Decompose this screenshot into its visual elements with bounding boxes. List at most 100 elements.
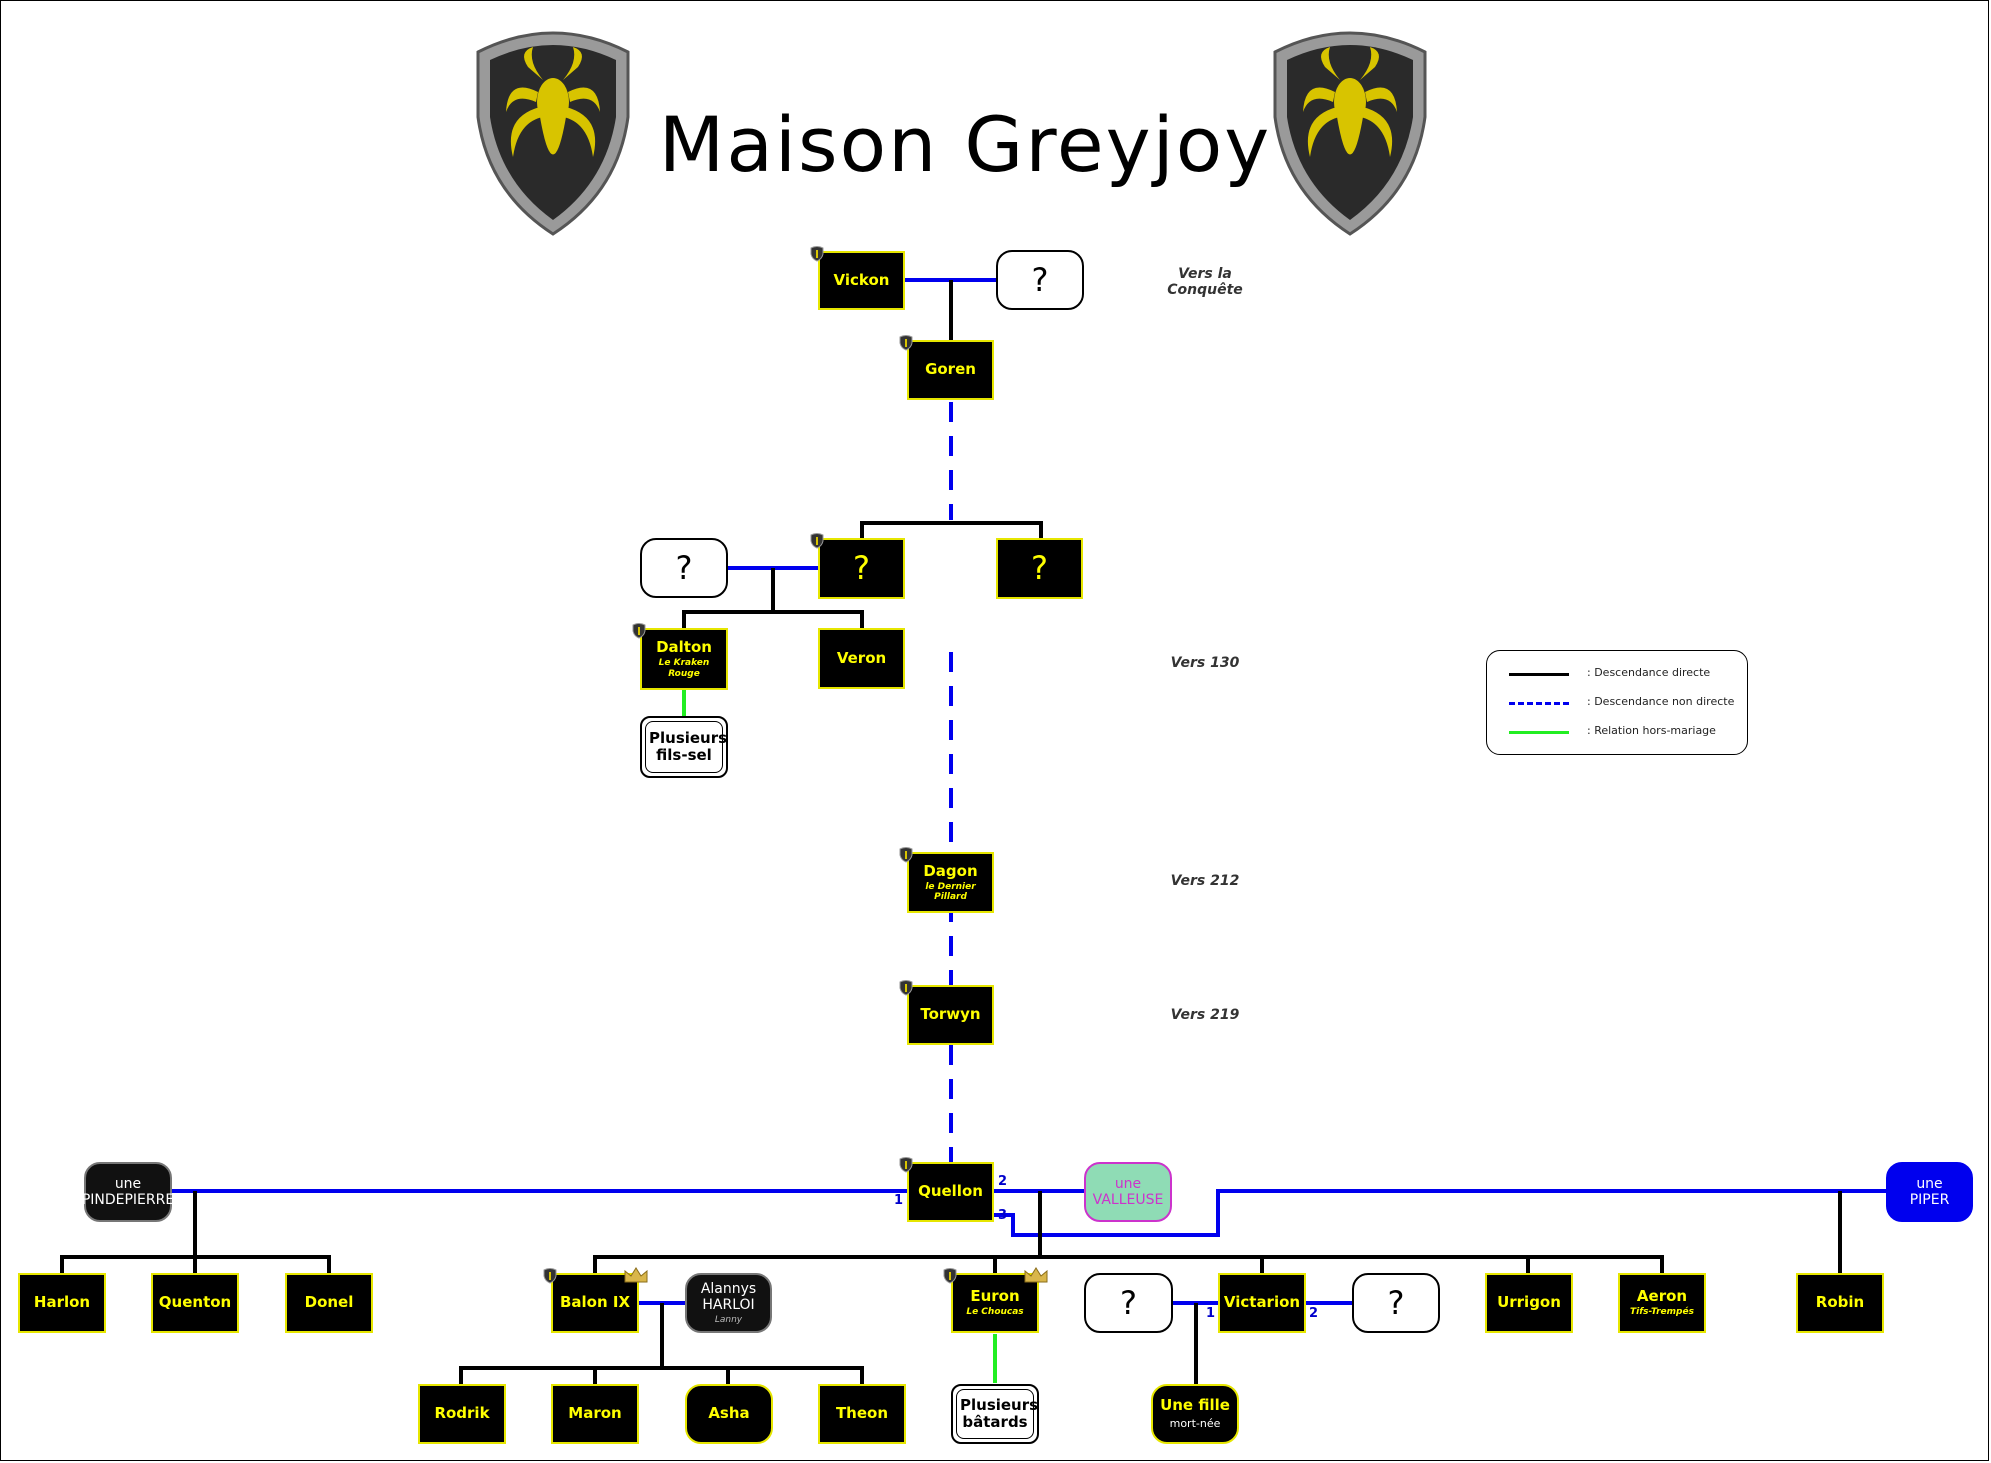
marriage-order-label: 1 xyxy=(1206,1306,1216,1321)
person-name: Dalton xyxy=(656,638,712,657)
person-epithet: Le Choucas xyxy=(966,1307,1024,1318)
legend: : Descendance directe : Descendance non … xyxy=(1486,650,1748,755)
person-name: Goren xyxy=(925,360,976,379)
person-goren: Goren xyxy=(907,340,994,400)
kraken-shield-icon xyxy=(476,31,630,236)
spouse-alannys: Alannys HARLOI Lanny xyxy=(685,1273,772,1333)
person-une-fille: Une fille mort-née xyxy=(1151,1384,1239,1444)
marriage-order-label: 3 xyxy=(998,1208,1008,1223)
spouse-line1: une xyxy=(1114,1175,1142,1192)
era-label: Vers la Conquête xyxy=(1167,266,1243,298)
person-dagon: Dagon le Dernier Pillard xyxy=(907,852,994,913)
spouse-pindepierre: une PINDEPIERRE xyxy=(81,1162,175,1222)
person-vickon: Vickon xyxy=(818,251,905,310)
person-quellon: Quellon xyxy=(907,1162,994,1222)
direct-descent-line xyxy=(459,1366,864,1385)
person-aeron: Aeron Tifs-Trempés xyxy=(1618,1273,1706,1333)
spouse-line2: VALLEUSE xyxy=(1092,1192,1164,1208)
person-name: ? xyxy=(1031,549,1048,588)
spouse-line1: une xyxy=(114,1175,142,1192)
person-veron: Veron xyxy=(818,628,905,689)
unknown-spouse: ? xyxy=(1352,1273,1440,1333)
kraken-shield-icon xyxy=(1273,31,1427,236)
crown-icon xyxy=(1024,1267,1048,1283)
sigil-icon xyxy=(899,847,913,863)
person-euron: Euron Le Choucas xyxy=(951,1273,1039,1333)
person-donel: Donel xyxy=(285,1273,373,1333)
person-name: Vickon xyxy=(833,270,890,289)
person-name: Torwyn xyxy=(920,1005,981,1024)
person-name: ? xyxy=(675,548,693,587)
era-label: Vers 212 xyxy=(1170,873,1240,889)
sigil-icon xyxy=(810,533,824,549)
spouse-line2: HARLOI xyxy=(702,1296,755,1313)
person-name: Dagon xyxy=(923,861,978,880)
person-name: Plusieurs bâtards xyxy=(960,1395,1039,1431)
person-torwyn: Torwyn xyxy=(907,985,994,1045)
sigil-icon xyxy=(632,623,646,639)
person-rodrik: Rodrik xyxy=(418,1384,506,1444)
legend-swatch xyxy=(1509,673,1569,676)
spouse-line2: PIPER xyxy=(1909,1192,1950,1208)
person-robin: Robin xyxy=(1796,1273,1884,1333)
unknown-spouse: ? xyxy=(640,538,728,598)
person-epithet: Le Kraken Rouge xyxy=(658,658,710,679)
person-name: Asha xyxy=(708,1404,750,1423)
person-name: ? xyxy=(1031,260,1049,299)
marriage-order-label: 2 xyxy=(1309,1306,1319,1321)
person-name: Veron xyxy=(836,648,887,667)
spouse-valleuse: une VALLEUSE xyxy=(1084,1162,1172,1222)
person-victarion: Victarion xyxy=(1218,1273,1306,1333)
legend-item-extramarital: : Relation hors-mariage xyxy=(1509,724,1749,740)
era-label: Vers 130 xyxy=(1170,655,1240,671)
spouse-line1: Alannys xyxy=(700,1280,757,1297)
person-name: Victarion xyxy=(1223,1293,1301,1312)
spouse-piper: une PIPER xyxy=(1886,1162,1973,1222)
person-theon: Theon xyxy=(818,1384,906,1444)
spouse-line2: PINDEPIERRE xyxy=(81,1192,175,1208)
person-name: Balon IX xyxy=(559,1293,631,1312)
sigil-icon xyxy=(899,980,913,996)
legend-label: : Descendance non directe xyxy=(1587,695,1735,708)
legend-item-direct: : Descendance directe xyxy=(1509,666,1749,682)
era-label: Vers 219 xyxy=(1170,1007,1240,1023)
person-dalton: Dalton Le Kraken Rouge xyxy=(640,628,728,690)
legend-label: : Relation hors-mariage xyxy=(1587,724,1716,737)
person-maron: Maron xyxy=(551,1384,639,1444)
person-name: ? xyxy=(1120,1283,1137,1322)
person-name: Urrigon xyxy=(1497,1293,1561,1312)
marriage-order-label: 1 xyxy=(894,1193,904,1208)
legend-swatch xyxy=(1509,702,1569,705)
person-epithet: Tifs-Trempés xyxy=(1630,1307,1694,1318)
unknown-heir: ? xyxy=(818,538,905,599)
person-batards: Plusieurs bâtards xyxy=(951,1384,1039,1444)
person-asha: Asha xyxy=(685,1384,773,1444)
marriage-order-label: 2 xyxy=(998,1174,1008,1189)
person-name: Une fille xyxy=(1160,1396,1230,1415)
unknown-sibling: ? xyxy=(996,538,1083,599)
sigil-icon xyxy=(899,1157,913,1173)
legend-label: : Descendance directe xyxy=(1587,666,1711,679)
person-name: Harlon xyxy=(33,1293,91,1312)
person-name: Plusieurs fils-sel xyxy=(649,728,728,764)
person-fils-sel: Plusieurs fils-sel xyxy=(640,716,728,778)
person-balon: Balon IX xyxy=(551,1273,639,1333)
person-harlon: Harlon xyxy=(18,1273,106,1333)
person-name: Euron xyxy=(970,1287,1020,1306)
person-name: ? xyxy=(1387,1283,1405,1322)
person-urrigon: Urrigon xyxy=(1485,1273,1573,1333)
legend-swatch xyxy=(1509,731,1569,734)
person-name: Quellon xyxy=(918,1182,983,1201)
crown-icon xyxy=(624,1267,648,1283)
spouse-nickname: Lanny xyxy=(714,1314,743,1325)
person-name: Aeron xyxy=(1636,1287,1688,1306)
unknown-spouse: ? xyxy=(996,250,1084,310)
person-name: ? xyxy=(853,549,870,588)
person-name: Robin xyxy=(1815,1293,1865,1312)
sigil-icon xyxy=(810,246,824,262)
page-title: Maison Greyjoy xyxy=(658,100,1272,189)
marriage-line xyxy=(993,1189,1886,1237)
person-name: Donel xyxy=(304,1293,354,1312)
legend-item-indirect: : Descendance non directe xyxy=(1509,695,1749,711)
